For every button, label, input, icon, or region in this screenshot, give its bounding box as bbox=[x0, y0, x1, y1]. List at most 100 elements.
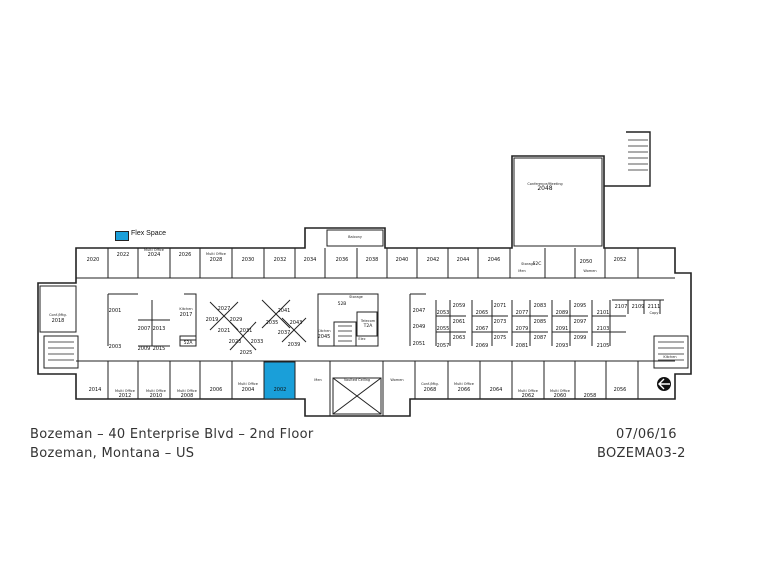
tag-kitchen-2017: Kitchen bbox=[179, 307, 192, 311]
room-2077: 2077 bbox=[516, 310, 529, 316]
tag-multi-2060: Multi Office bbox=[550, 389, 570, 393]
room-2064: 2064 bbox=[490, 387, 503, 393]
tag-elec: Elec bbox=[358, 337, 365, 341]
room-2067: 2067 bbox=[476, 326, 489, 332]
room-2040: 2040 bbox=[396, 257, 409, 263]
room-2032: 2032 bbox=[274, 257, 287, 263]
room-2009: 2009 bbox=[138, 346, 151, 352]
room-2006: 2006 bbox=[210, 387, 223, 393]
room-2008: 2008 bbox=[181, 393, 194, 399]
room-2093: 2093 bbox=[556, 343, 569, 349]
tag-multi-2066: Multi Office bbox=[454, 382, 474, 386]
room-2063: 2063 bbox=[453, 335, 466, 341]
room-2079: 2079 bbox=[516, 326, 529, 332]
room-2035: 2035 bbox=[266, 320, 279, 326]
room-2060: 2060 bbox=[554, 393, 567, 399]
room-2004: 2004 bbox=[242, 387, 255, 393]
legend-label: Flex Space bbox=[131, 230, 167, 237]
room-2107: 2107 bbox=[615, 304, 628, 310]
tag-storage-52c: Storage bbox=[521, 262, 535, 266]
room-2013: 2013 bbox=[153, 326, 166, 332]
room-2069: 2069 bbox=[476, 343, 489, 349]
room-2002: 2002 bbox=[274, 387, 287, 393]
tag-women-core: Women bbox=[390, 378, 403, 382]
room-2042: 2042 bbox=[427, 257, 440, 263]
room-52B: 52B bbox=[338, 301, 347, 307]
tag-vaulted: Vaulted Ceiling bbox=[344, 378, 370, 382]
room-2097: 2097 bbox=[574, 319, 587, 325]
tag-multi-2012: Multi Office bbox=[115, 389, 135, 393]
room-2057: 2057 bbox=[437, 343, 450, 349]
room-2083: 2083 bbox=[534, 303, 547, 309]
room-2055: 2055 bbox=[437, 326, 450, 332]
plan-code: BOZEMA03-2 bbox=[597, 446, 686, 461]
tag-multi-2062: Multi Office bbox=[518, 389, 538, 393]
room-2024: 2024 bbox=[148, 252, 161, 258]
tag-balcony: Balcony bbox=[348, 235, 362, 239]
room-2027: 2027 bbox=[218, 306, 231, 312]
room-2041: 2041 bbox=[278, 308, 291, 314]
room-2038: 2038 bbox=[366, 257, 379, 263]
room-2056: 2056 bbox=[614, 387, 627, 393]
room-2025: 2025 bbox=[240, 350, 253, 356]
room-2065: 2065 bbox=[476, 310, 489, 316]
room-2050: 2050 bbox=[580, 259, 593, 265]
tag-kitchen-2045: Kitchen bbox=[317, 329, 330, 333]
room-52A: 52A bbox=[184, 340, 194, 346]
room-2014: 2014 bbox=[89, 387, 102, 393]
room-2095: 2095 bbox=[574, 303, 587, 309]
room-2037: 2037 bbox=[278, 330, 291, 336]
room-2099: 2099 bbox=[574, 335, 587, 341]
room-2022: 2022 bbox=[117, 252, 130, 258]
plan-date: 07/06/16 bbox=[616, 427, 677, 442]
room-2071: 2071 bbox=[494, 303, 507, 309]
flex-space-room-2002[interactable] bbox=[263, 361, 296, 400]
room-2047: 2047 bbox=[413, 308, 426, 314]
room-2051: 2051 bbox=[413, 341, 426, 347]
room-2031: 2031 bbox=[240, 328, 253, 334]
room-2019: 2019 bbox=[206, 317, 219, 323]
room-2061: 2061 bbox=[453, 319, 466, 325]
tag-conference-2048: Conference/Meeting bbox=[527, 182, 562, 186]
room-2085: 2085 bbox=[534, 319, 547, 325]
room-2017: 2017 bbox=[180, 312, 193, 318]
room-2030: 2030 bbox=[242, 257, 255, 263]
room-2046: 2046 bbox=[488, 257, 501, 263]
room-2029: 2029 bbox=[230, 317, 243, 323]
room-2049: 2049 bbox=[413, 324, 426, 330]
room-2036: 2036 bbox=[336, 257, 349, 263]
tag-conf-2068: Conf./Mtg. bbox=[421, 382, 439, 386]
room-2091: 2091 bbox=[556, 326, 569, 332]
room-2073: 2073 bbox=[494, 319, 507, 325]
room-2028: 2028 bbox=[210, 257, 223, 263]
room-2053: 2053 bbox=[437, 310, 450, 316]
room-2062: 2062 bbox=[522, 393, 535, 399]
room-52C: 52C bbox=[533, 261, 542, 267]
room-2045: 2045 bbox=[318, 334, 331, 340]
room-2109: 2109 bbox=[632, 304, 645, 310]
room-2087: 2087 bbox=[534, 335, 547, 341]
room-T2A: T2A bbox=[363, 323, 374, 329]
room-2075: 2075 bbox=[494, 335, 507, 341]
tag-copy: Copy bbox=[650, 311, 659, 315]
room-2001: 2001 bbox=[109, 308, 122, 314]
plan-location: Bozeman, Montana – US bbox=[30, 446, 195, 461]
room-2068: 2068 bbox=[424, 387, 437, 393]
room-2052: 2052 bbox=[614, 257, 627, 263]
room-2048: 2048 bbox=[537, 185, 552, 192]
tag-men-core: Men bbox=[314, 378, 321, 382]
room-2105: 2105 bbox=[597, 343, 610, 349]
tag-multi-2008: Multi Office bbox=[177, 389, 197, 393]
tag-multi-2028: Multi Office bbox=[206, 252, 226, 256]
room-2020: 2020 bbox=[87, 257, 100, 263]
legend-swatch bbox=[115, 231, 129, 241]
room-2018: 2018 bbox=[52, 318, 65, 324]
tag-kitchen-east: Kitchen bbox=[663, 355, 676, 359]
room-2081: 2081 bbox=[516, 343, 529, 349]
tag-telecom: Telecom bbox=[360, 319, 376, 323]
tag-men-east: Men bbox=[518, 269, 525, 273]
room-2043: 2043 bbox=[290, 320, 303, 326]
room-2021: 2021 bbox=[218, 328, 231, 334]
room-2044: 2044 bbox=[457, 257, 470, 263]
room-2111: 2111 bbox=[648, 304, 661, 310]
